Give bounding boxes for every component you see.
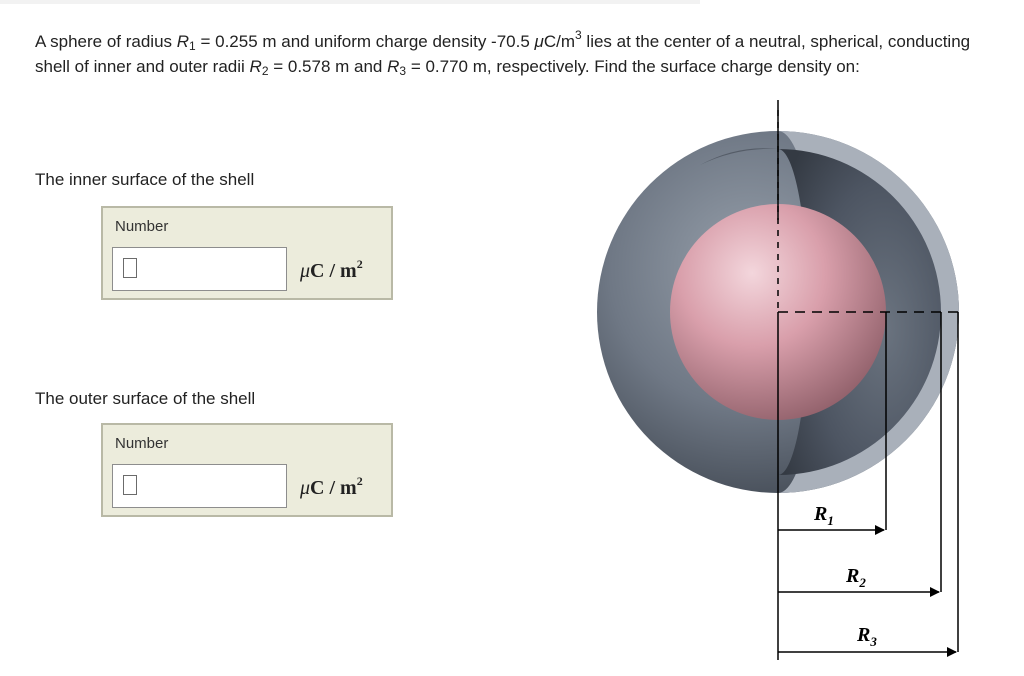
unit-label: μC / m2 <box>300 474 363 499</box>
r2-symbol: R <box>249 57 262 76</box>
answer-box-inner: Number μC / m2 <box>101 206 393 300</box>
r1-symbol: R <box>176 32 190 51</box>
input-cursor-icon <box>123 258 137 278</box>
r1-label: R1 <box>813 503 834 528</box>
problem-statement: A sphere of radius R1 = 0.255 m and unif… <box>35 28 971 78</box>
question-inner-label: The inner surface of the shell <box>35 170 255 189</box>
sphere-shell-diagram: R1 R2 R3 <box>597 100 960 660</box>
answer-box-title: Number <box>115 435 169 452</box>
answer-box-title: Number <box>115 218 169 235</box>
r3-symbol: R <box>387 57 400 76</box>
outer-surface-input[interactable] <box>112 464 287 508</box>
inner-surface-input[interactable] <box>112 247 287 291</box>
question-outer-label: The outer surface of the shell <box>35 389 256 408</box>
answer-box-outer: Number μC / m2 <box>101 423 393 517</box>
input-cursor-icon <box>123 475 137 495</box>
r2-label: R2 <box>845 565 866 590</box>
r3-label: R3 <box>856 624 877 649</box>
shell-cavity-left <box>700 148 778 165</box>
unit-label: μC / m2 <box>300 257 363 282</box>
top-divider <box>0 0 700 4</box>
